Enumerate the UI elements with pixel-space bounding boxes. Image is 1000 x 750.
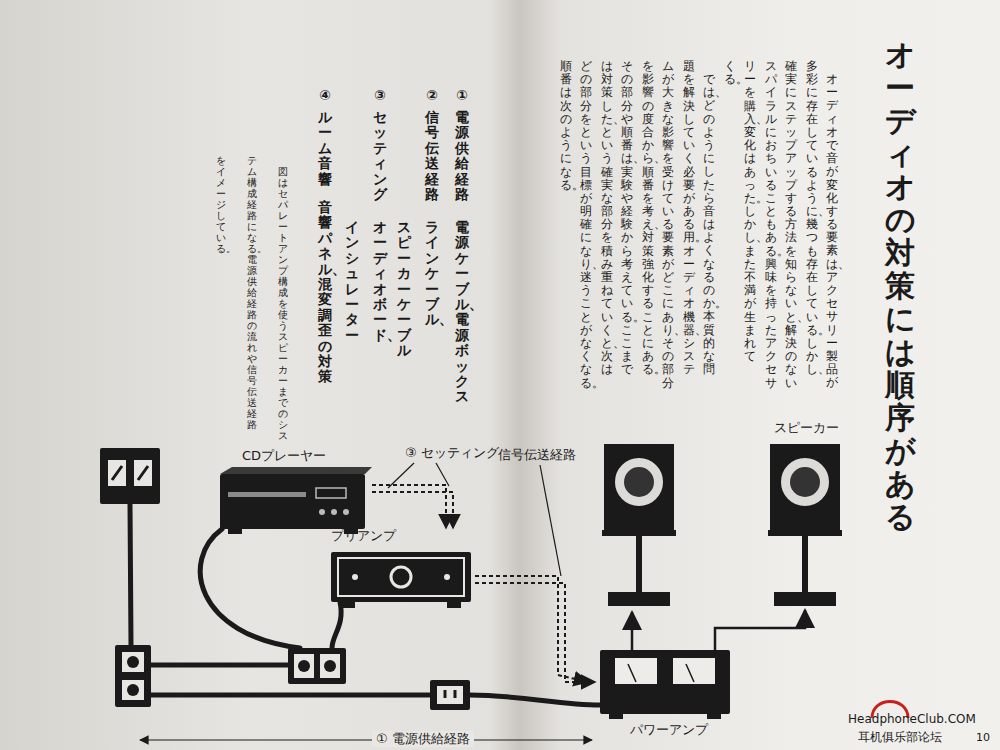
callout-label: 信号伝送経路 xyxy=(498,447,576,463)
callout-label: ① 電源供給経路 xyxy=(372,731,474,747)
list-heading: 信号伝送経路 xyxy=(425,110,439,202)
power-strip xyxy=(115,645,151,707)
body-text: その部分や順番は、実験や経験から考えている。ここまで xyxy=(621,60,633,377)
list-item: ラインケーブル、 xyxy=(425,220,439,328)
connector-line xyxy=(372,492,453,528)
body-text: どの部分をという目標が明確になり、迷うことがなくなる。 xyxy=(580,60,592,390)
speaker: スピーカー xyxy=(762,420,848,610)
connector-line xyxy=(475,583,595,682)
power-cord xyxy=(130,504,600,705)
signal-connector xyxy=(715,610,805,650)
callout-number: ③ xyxy=(373,88,387,103)
preamp: プリアンプ xyxy=(325,528,475,616)
body-text: リーを購入、変化はあった。しかし、また不満が生まれて xyxy=(744,60,756,363)
body-text: 題を解決していく必要がある用。オーディオ機器、システ xyxy=(683,60,695,377)
speaker-drawing xyxy=(762,420,848,610)
connector-line xyxy=(475,576,588,682)
body-text: オーディオで音が変化する要素は、アクセサリー製品が xyxy=(826,73,838,390)
figure-note: をイメージしている。 xyxy=(216,155,226,254)
body-text: ムが大きな影響を受けている要素がどこにあり、その部分 xyxy=(662,60,674,390)
callout-number: ① xyxy=(455,88,469,103)
list-heading: セッティング xyxy=(373,110,387,202)
body-text: くる。 xyxy=(724,60,736,86)
page-title: オーディオの対策には順序がある xyxy=(885,38,915,533)
callout-number: ② xyxy=(425,88,439,103)
list-item: 電源ケーブル、電源ボックス xyxy=(455,220,469,405)
device-label: プリアンプ xyxy=(331,528,396,544)
power-strip xyxy=(288,648,346,684)
body-text: スパイラルにおちいることもある。興味を持ったアクセサ xyxy=(765,60,777,390)
body-text: を影響の度合から、順番を考え、対策強化することにある。 xyxy=(642,60,654,377)
connector-line xyxy=(715,610,805,650)
list-item: スピーカーケーブル xyxy=(397,220,411,359)
list-item: 音響パネル、混変調歪の対策 xyxy=(318,200,332,385)
callout-number: ④ xyxy=(318,88,332,103)
wall-outlet xyxy=(100,448,160,504)
callout-label: ③ セッティング xyxy=(405,445,499,461)
list-item: オーディオボード、 xyxy=(373,220,387,343)
signal-connector xyxy=(475,576,595,682)
speaker-illustration xyxy=(602,444,676,606)
watermark: 耳机俱乐部论坛 xyxy=(858,730,942,744)
device-label: CDプレーヤー xyxy=(242,448,326,464)
body-text: 多彩に存在しているように、幾つも存在している。しかし、 xyxy=(806,60,818,377)
body-text: 順番は次のようになる。 xyxy=(560,60,572,192)
wall-outlet xyxy=(430,680,470,710)
signal-connector xyxy=(372,485,453,528)
body-text: は対策した、という確実な部分を積み重ねていくと、次は xyxy=(601,60,613,377)
list-heading: 電源供給経路 xyxy=(455,110,469,202)
list-heading: ルーム音響 xyxy=(318,110,332,187)
figure-note: 図はセパレートアンプ構成を使うスピーカーまでのシス xyxy=(278,166,288,441)
figure-note: テム構成経路になる。電源供給経路の流れや信号伝送経路 xyxy=(247,155,257,430)
body-text: 確実にステップアップする方法を知らないと、解決のない xyxy=(785,60,797,390)
list-item: インシュレーター xyxy=(345,220,359,343)
watermark: HeadphoneClub.COM xyxy=(848,712,976,726)
device-label: スピーカー xyxy=(774,420,839,436)
page-number: 10 xyxy=(976,731,990,744)
power-amp: パワーアンプ xyxy=(595,642,735,742)
connector-line xyxy=(372,485,446,528)
signal-arrow xyxy=(631,612,634,650)
power-path-arrow xyxy=(140,739,592,740)
body-text: では、どのようにしたら音はよくなるのか。本質的な問 xyxy=(703,73,715,376)
device-label: パワーアンプ xyxy=(630,722,708,738)
